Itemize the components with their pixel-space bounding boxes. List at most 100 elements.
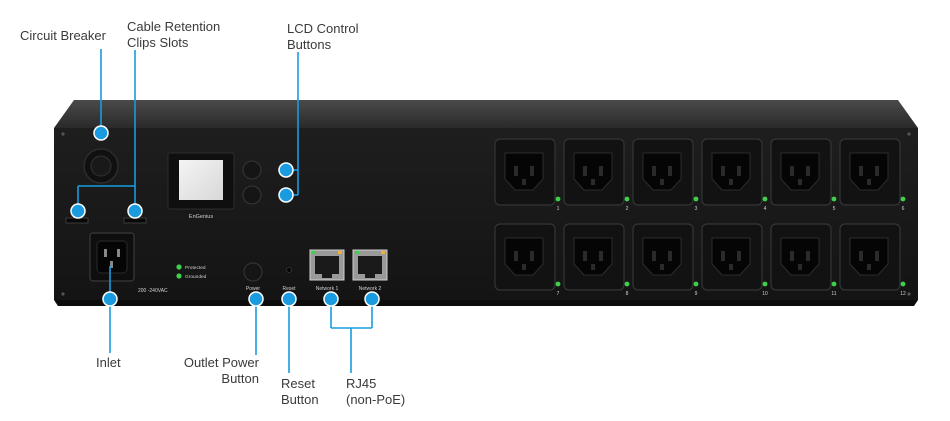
outlet-number: 3 (695, 206, 698, 212)
reset-label: Reset (282, 286, 296, 292)
outlet-slot (530, 251, 534, 261)
outlet-slot (737, 166, 741, 176)
callout-cable-clips-line-1: Cable Retention (127, 19, 221, 34)
outlet-number: 1 (557, 206, 560, 212)
led-protected-label: Protected (185, 265, 206, 271)
lcd-down-button[interactable] (242, 185, 262, 205)
reset-button[interactable] (286, 267, 292, 273)
callout-inlet: Inlet (96, 355, 121, 371)
chassis-bottom-edge (54, 300, 918, 306)
outlet-slot (652, 166, 656, 176)
callout-dot-reset (281, 291, 297, 307)
outlet-power-button[interactable] (243, 262, 263, 282)
outlet-7: 7 (494, 223, 561, 297)
outlet-slot (859, 166, 863, 176)
outlet-slot (514, 251, 518, 261)
callout-dot-network1 (323, 291, 339, 307)
callout-dot-circuit-breaker (93, 125, 109, 141)
outlet-9: 9 (632, 223, 699, 297)
outlet-led-icon (900, 281, 906, 287)
outlet-slot (790, 251, 794, 261)
callout-lcd-buttons-line-2: Buttons (287, 37, 332, 52)
outlet-slot (599, 166, 603, 176)
callout-reset-line-1: Reset (281, 376, 315, 391)
outlet-slot (668, 166, 672, 176)
callout-rj45-line-2: (non-PoE) (346, 392, 406, 407)
outlet-slot (530, 166, 534, 176)
outlet-led-icon (624, 281, 630, 287)
outlet-led-icon (693, 196, 699, 202)
outlet-slot (522, 264, 526, 270)
outlet-6: 6 (839, 138, 906, 212)
callout-dot-outlet-power (248, 291, 264, 307)
outlet-slot (660, 264, 664, 270)
outlet-socket (711, 152, 751, 191)
callout-dot-inlet (102, 291, 118, 307)
outlet-slot (583, 251, 587, 261)
outlet-number: 4 (764, 206, 767, 212)
outlet-socket (849, 237, 889, 276)
outlet-slot (514, 166, 518, 176)
lcd-up-button[interactable] (242, 160, 262, 180)
outlet-11: 11 (770, 223, 837, 297)
power-inlet (89, 232, 135, 282)
screw-icon (907, 132, 911, 136)
power-label: Power (246, 286, 261, 292)
led-grounded-label: Grounded (185, 274, 207, 280)
outlet-slot (806, 251, 810, 261)
outlet-number: 10 (762, 291, 768, 297)
callout-outlet-power-line-2: Button (221, 371, 259, 386)
protected-led-icon (176, 264, 182, 270)
outlet-slot (798, 179, 802, 185)
lcd-screen (179, 160, 223, 200)
outlet-slot (875, 166, 879, 176)
screw-icon (907, 292, 911, 296)
callout-dot-lcd-down (278, 187, 294, 203)
outlet-led-icon (762, 281, 768, 287)
outlet-led-icon (555, 196, 561, 202)
callout-reset: Reset Button (281, 376, 319, 408)
outlet-socket (504, 152, 544, 191)
callout-lcd-buttons: LCD Control Buttons (287, 21, 359, 53)
outlet-slot (790, 166, 794, 176)
outlet-8: 8 (563, 223, 630, 297)
outlet-slot (660, 179, 664, 185)
outlet-number: 6 (902, 206, 905, 212)
outlet-number: 9 (695, 291, 698, 297)
outlet-number: 12 (900, 291, 906, 297)
outlet-slot (867, 264, 871, 270)
outlet-10: 10 (701, 223, 768, 297)
outlet-slot (806, 166, 810, 176)
outlet-slot (721, 166, 725, 176)
outlet-3: 3 (632, 138, 699, 212)
rj45-port-1 (309, 249, 345, 281)
rj45-port-2 (352, 249, 388, 281)
outlet-slot (583, 166, 587, 176)
brand-logo: EnGenius (189, 214, 213, 220)
outlet-12: 12 (839, 223, 906, 297)
outlet-slot (729, 264, 733, 270)
outlet-number: 7 (557, 291, 560, 297)
outlet-slot (652, 251, 656, 261)
outlet-number: 2 (626, 206, 629, 212)
outlet-led-icon (693, 281, 699, 287)
screw-icon (61, 292, 65, 296)
outlet-slot (729, 179, 733, 185)
outlet-socket (642, 152, 682, 191)
callout-cable-clips: Cable Retention Clips Slots (127, 19, 220, 51)
outlet-slot (599, 251, 603, 261)
callout-dot-network2 (364, 291, 380, 307)
callout-lines (77, 49, 373, 373)
callout-dot-clip-right (127, 203, 143, 219)
outlet-socket (573, 237, 613, 276)
callout-inlet-line-1: Inlet (96, 355, 121, 370)
outlet-1: 1 (494, 138, 561, 212)
outlet-socket (849, 152, 889, 191)
outlet-number: 5 (833, 206, 836, 212)
outlet-slot (721, 251, 725, 261)
outlet-socket (573, 152, 613, 191)
outlet-slot (737, 251, 741, 261)
network1-label: Network 1 (316, 286, 339, 292)
outlet-slot (875, 251, 879, 261)
